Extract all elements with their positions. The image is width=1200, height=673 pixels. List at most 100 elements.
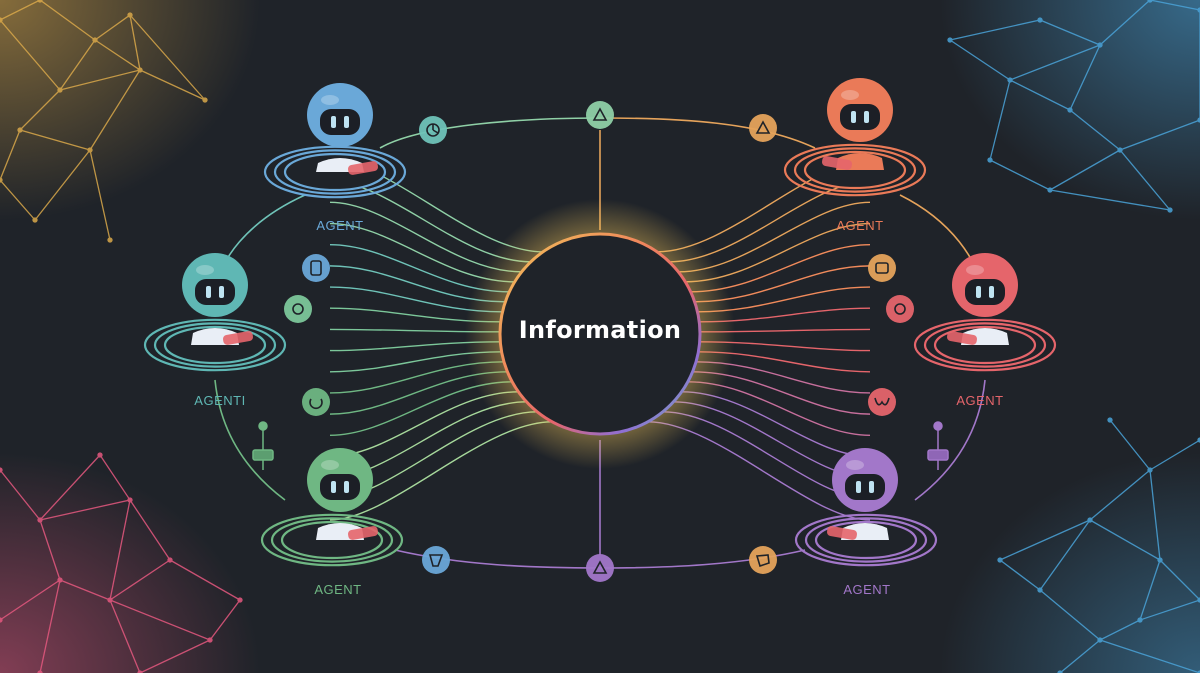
network-vertex bbox=[0, 17, 3, 23]
network-vertex bbox=[57, 87, 63, 93]
shape-node-bottom-right bbox=[749, 546, 777, 574]
agent-label-6: AGENT bbox=[843, 582, 891, 597]
network-vertex bbox=[1067, 107, 1073, 113]
agent-base-ring bbox=[263, 145, 407, 199]
network-edge bbox=[1009, 44, 1101, 81]
pie-icon bbox=[426, 123, 440, 137]
network-edge bbox=[949, 19, 1041, 41]
side-antenna-right bbox=[927, 421, 949, 470]
network-edge bbox=[94, 14, 131, 41]
cup-icon bbox=[428, 554, 444, 567]
agents bbox=[143, 78, 1057, 567]
corner-glow-bottom-left bbox=[0, 453, 260, 673]
network-edge bbox=[0, 0, 41, 21]
network-vertex bbox=[1157, 557, 1163, 563]
agent-label-5: AGENT bbox=[314, 582, 362, 597]
network-vertex bbox=[1047, 187, 1053, 193]
network-edge bbox=[1039, 519, 1091, 591]
cup-node-bottom-left bbox=[422, 546, 450, 574]
network-edge bbox=[1069, 109, 1121, 151]
network-edge bbox=[1159, 559, 1200, 601]
network-edge bbox=[1149, 469, 1161, 561]
agent-base-ring bbox=[793, 147, 917, 193]
network-edge bbox=[0, 19, 61, 91]
outer-loop-bottom-right bbox=[599, 549, 806, 569]
network-edge bbox=[0, 469, 41, 521]
network-edge bbox=[139, 639, 211, 673]
circle-node-right bbox=[886, 295, 914, 323]
triangle-node-bottom bbox=[586, 554, 614, 582]
agent-eye-left bbox=[851, 111, 856, 123]
information-hub bbox=[465, 199, 735, 469]
agent-3 bbox=[143, 253, 287, 372]
agent-base-ring bbox=[913, 318, 1057, 372]
circle-icon bbox=[292, 303, 304, 315]
network-vertex bbox=[1097, 42, 1103, 48]
network-edge bbox=[94, 39, 141, 71]
network-edge bbox=[129, 14, 141, 71]
agent-base-ring bbox=[143, 318, 287, 372]
agent-eye-right bbox=[344, 481, 349, 493]
agent-eye-right bbox=[869, 481, 874, 493]
agent-base-ring bbox=[270, 517, 394, 563]
network-vertex bbox=[87, 147, 93, 153]
network-vertex bbox=[1137, 617, 1143, 623]
network-vertex bbox=[202, 97, 208, 103]
network-vertex bbox=[32, 217, 38, 223]
network-vertex bbox=[92, 37, 98, 43]
network-edge bbox=[109, 599, 211, 641]
agent-visor bbox=[845, 474, 885, 500]
network-edge bbox=[1059, 639, 1101, 673]
agent-2 bbox=[783, 78, 927, 197]
network-edge bbox=[1099, 639, 1200, 673]
network-edge bbox=[34, 149, 91, 221]
tablet-node-left bbox=[302, 254, 330, 282]
triangle-node-top-right bbox=[749, 114, 777, 142]
shape-icon bbox=[755, 554, 770, 568]
network-vertex bbox=[1097, 637, 1103, 643]
network-edge bbox=[109, 499, 131, 601]
network-vertex bbox=[0, 177, 3, 183]
network-vertex bbox=[1147, 0, 1153, 3]
network-vertex bbox=[947, 37, 953, 43]
network-edge bbox=[209, 599, 241, 641]
network-edge bbox=[99, 454, 131, 501]
network-vertex bbox=[1167, 207, 1173, 213]
network-edge bbox=[0, 129, 21, 181]
agent-base-ring bbox=[783, 143, 927, 197]
network-vertex bbox=[127, 497, 133, 503]
agent-visor bbox=[195, 279, 235, 305]
agent-head-highlight bbox=[846, 460, 864, 470]
agent-visor bbox=[320, 474, 360, 500]
network-edge bbox=[139, 69, 206, 101]
network-edge bbox=[109, 599, 141, 673]
network-edge bbox=[1099, 619, 1141, 641]
agent-base-ring bbox=[153, 322, 277, 368]
wave-icon bbox=[874, 397, 890, 406]
network-edge bbox=[19, 129, 91, 151]
network-vertex bbox=[237, 597, 243, 603]
information-title: Information bbox=[518, 316, 682, 344]
network-edge bbox=[1069, 44, 1101, 111]
tablet-icon bbox=[310, 260, 322, 276]
ring-node-left bbox=[302, 388, 330, 416]
network-edge bbox=[39, 499, 131, 521]
network-edge bbox=[129, 14, 206, 101]
agent-label-3: AGENTI bbox=[194, 393, 246, 408]
network-vertex bbox=[37, 517, 43, 523]
network-edge bbox=[989, 79, 1011, 161]
network-edge bbox=[1039, 589, 1101, 641]
agent-eye-left bbox=[976, 286, 981, 298]
network-vertex bbox=[1037, 587, 1043, 593]
square-node-right bbox=[868, 254, 896, 282]
ring-icon bbox=[309, 398, 323, 410]
agent-device bbox=[222, 331, 254, 345]
agent-eye-left bbox=[331, 481, 336, 493]
network-vertex bbox=[1087, 517, 1093, 523]
network-edge bbox=[1009, 79, 1071, 111]
network-edge bbox=[39, 579, 61, 673]
network-vertex bbox=[1107, 417, 1113, 423]
network-vertex bbox=[137, 67, 143, 73]
network-edge bbox=[1109, 419, 1151, 471]
